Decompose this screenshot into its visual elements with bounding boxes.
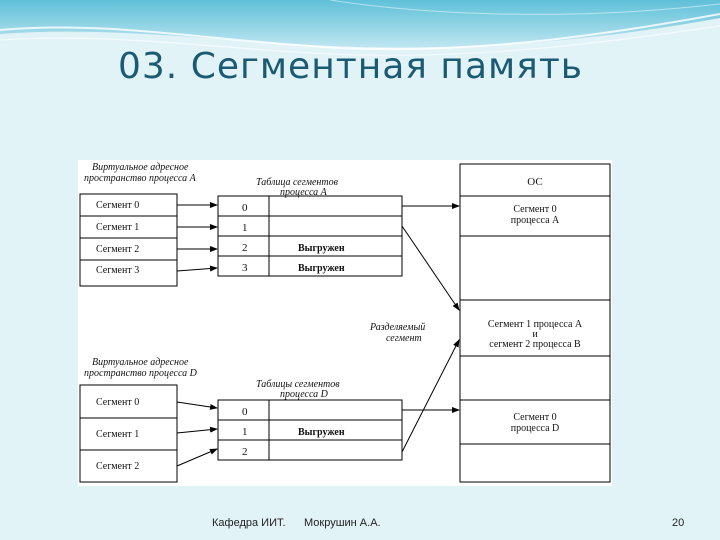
shared-segment-label-line2: сегмент xyxy=(386,333,422,344)
memory-shared-line1: Сегмент 1 процесса А xyxy=(488,319,583,330)
proc-d-segment-0: Сегмент 0 xyxy=(96,397,139,408)
proc-d-table-index-0: 0 xyxy=(242,406,248,418)
proc-d-table-index-1: 1 xyxy=(242,426,248,438)
memory-shared-line2: и xyxy=(532,329,538,340)
proc-d-segment-table xyxy=(217,399,403,461)
proc-a-segments-frame xyxy=(79,193,178,287)
memory-mapping-arrows xyxy=(401,203,460,453)
proc-a-mapping-arrows xyxy=(176,202,218,272)
memory-seg0-a-line1: Сегмент 0 xyxy=(513,204,556,215)
proc-d-segment-1: Сегмент 1 xyxy=(96,429,139,440)
footer-author: Мокрушин А.А. xyxy=(304,517,381,529)
proc-d-label-line2: пространство процесса D xyxy=(84,368,198,379)
proc-a-segment-0: Сегмент 0 xyxy=(96,200,139,211)
proc-a-segment-2: Сегмент 2 xyxy=(96,244,139,255)
proc-a-table-label-line2: процесса А xyxy=(280,187,328,198)
proc-d-label-line1: Виртуальное адресное xyxy=(92,357,189,368)
segment-memory-diagram: Виртуальное адресное пространство процес… xyxy=(78,160,612,486)
proc-a-table-label-line1: Таблица сегментов xyxy=(256,177,339,188)
proc-a-segment-3: Сегмент 3 xyxy=(96,265,139,276)
physical-memory xyxy=(459,163,611,483)
proc-a-table-index-3: 3 xyxy=(242,262,248,274)
proc-d-table-index-2: 2 xyxy=(242,446,248,458)
proc-d-table-value-1: Выгружен xyxy=(298,427,345,438)
proc-a-segment-1: Сегмент 1 xyxy=(96,222,139,233)
proc-a-table-value-2: Выгружен xyxy=(298,243,345,254)
slide-title: 03. Сегментная память xyxy=(118,46,584,87)
page-number: 20 xyxy=(672,517,685,529)
proc-d-segment-2: Сегмент 2 xyxy=(96,461,139,472)
diagram-canvas: Виртуальное адресное пространство процес… xyxy=(79,162,611,483)
proc-a-table-index-1: 1 xyxy=(242,222,248,234)
memory-seg0-d-line1: Сегмент 0 xyxy=(513,412,556,423)
proc-a-label-line1: Виртуальное адресное xyxy=(92,162,189,173)
proc-d-table-label-line1: Таблицы сегментов xyxy=(256,379,340,390)
proc-a-table-value-3: Выгружен xyxy=(298,263,345,274)
proc-d-table-label-line2: процесса D xyxy=(280,389,329,400)
memory-seg0-d-line2: процесса D xyxy=(511,423,560,434)
memory-os-label: ОС xyxy=(527,176,542,188)
proc-a-segment-list xyxy=(79,193,178,287)
shared-segment-label-line1: Разделяемый xyxy=(369,322,425,333)
proc-a-segment-table xyxy=(217,195,403,277)
proc-a-table-index-0: 0 xyxy=(242,202,248,214)
memory-seg0-a-line2: процесса А xyxy=(511,215,560,226)
proc-a-table-index-2: 2 xyxy=(242,242,248,254)
footer-department: Кафедра ИИТ. xyxy=(212,517,286,529)
memory-shared-line3: сегмент 2 процесса В xyxy=(489,339,581,350)
proc-d-mapping-arrows xyxy=(176,401,218,467)
proc-a-label-line2: пространство процесса А xyxy=(84,173,197,184)
proc-d-segment-list xyxy=(79,384,178,483)
